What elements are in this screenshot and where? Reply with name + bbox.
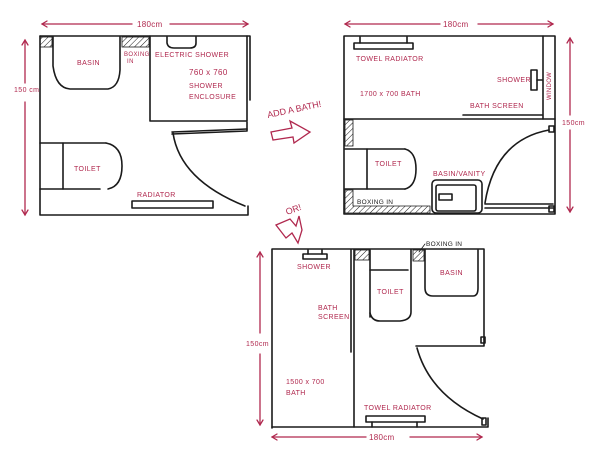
height-dimension-arrow [566, 36, 574, 214]
shower-label: SHOWER [297, 264, 331, 271]
shower-fitting [302, 253, 328, 260]
shower-enclosure [149, 35, 248, 122]
down-arrow-icon [274, 215, 303, 245]
towel-radiator [353, 42, 414, 50]
width-label: 180cm [369, 433, 395, 442]
width-label: 180cm [137, 20, 163, 29]
width-label: 180cm [443, 20, 469, 29]
bath-screen-label-1: BATH [318, 305, 338, 312]
room-walls [39, 35, 251, 216]
bath-size-label: 1500 x 700 [286, 379, 325, 386]
add-a-bath-note: ADD A BATH! [266, 99, 322, 120]
window-label: WINDOW [547, 72, 553, 100]
room-wall-bottom [271, 417, 489, 428]
height-label: 150cm [562, 120, 585, 127]
toilet [344, 148, 417, 190]
boxing-in-label: BOXING IN [426, 241, 462, 248]
shower-enclosure-label-1: SHOWER [189, 83, 223, 90]
boxing-in-label: BOXING IN [357, 199, 393, 206]
radiator [131, 200, 214, 209]
bath-label: 1700 x 700 BATH [360, 91, 421, 98]
or-note: OR! [284, 202, 302, 217]
width-dimension-arrow [40, 20, 250, 28]
plan-option-a: 180cm 150cm WINDOW TOWEL RADIATOR SHOWER… [343, 20, 585, 215]
width-dimension-arrow [343, 20, 555, 28]
basin-shape [424, 249, 479, 297]
boxing-in-label-2: IN [127, 59, 134, 65]
room-walls [343, 35, 556, 215]
electric-shower-head [166, 36, 197, 49]
boxing-in-right [412, 249, 425, 262]
toilet-label: TOILET [377, 289, 404, 296]
plan-original: 180cm 150 cm BASIN BOXING IN ELECTRIC SH… [14, 20, 251, 217]
boxing-in-lower [344, 189, 431, 214]
bath-screen-label-2: SCREEN [318, 314, 350, 321]
basin-label: BASIN [440, 270, 463, 277]
boxing-in-upper [344, 119, 354, 147]
radiator-label: RADIATOR [137, 192, 176, 199]
basin-vanity [431, 179, 483, 214]
basin-vanity-label: BASIN/VANITY [433, 171, 486, 178]
height-dimension-arrow [21, 38, 29, 217]
boxing-in-label-1: BOXING [124, 52, 150, 58]
toilet [369, 249, 412, 322]
toilet-label: TOILET [375, 161, 402, 168]
shower-enclosure-label-2: ENCLOSURE [189, 94, 236, 101]
shower-label: SHOWER [497, 77, 531, 84]
boxing-in-right [121, 36, 150, 48]
electric-shower-label: ELECTRIC SHOWER [155, 52, 229, 59]
shower-size-label: 760 x 760 [189, 68, 228, 77]
boxing-in-left [39, 36, 53, 48]
door-swing [415, 336, 487, 426]
towel-radiator-label: TOWEL RADIATOR [356, 56, 424, 63]
plan-option-b: 150cm 180cm SHOWER BATH SCREEN 1500 x 70… [246, 241, 489, 442]
door-swing [171, 121, 248, 207]
shower-fitting [530, 69, 538, 91]
bath-label: BATH [286, 390, 306, 397]
basin-label: BASIN [77, 60, 100, 67]
toilet-label: TOILET [74, 166, 101, 173]
room-walls [271, 248, 485, 429]
height-dimension-arrow [256, 250, 264, 427]
width-dimension-arrow [270, 433, 484, 441]
height-label: 150 cm [14, 87, 39, 94]
bath-screen-label: BATH SCREEN [470, 103, 524, 110]
toilet [39, 142, 123, 190]
towel-radiator [365, 415, 426, 423]
door-swing [484, 125, 555, 213]
basin-shape [52, 36, 121, 90]
boxing-in-left [354, 249, 370, 261]
height-label: 150cm [246, 341, 269, 348]
towel-radiator-label: TOWEL RADIATOR [364, 405, 432, 412]
right-arrow-icon [270, 119, 312, 145]
